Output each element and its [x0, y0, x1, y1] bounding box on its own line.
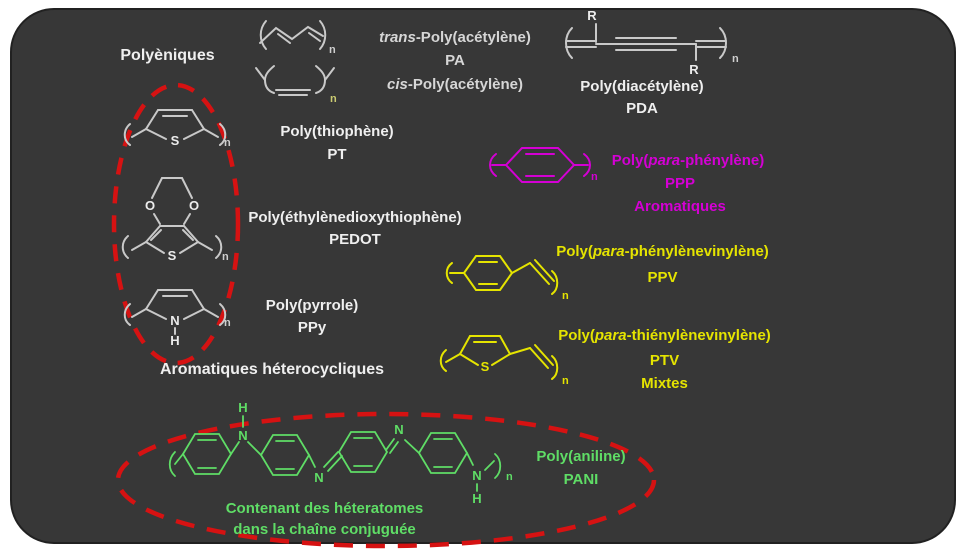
pedot-oxygen-left: O [145, 198, 155, 213]
trans-italic: trans [379, 29, 416, 46]
ppv-name-italic: para [592, 243, 625, 260]
pani-caption-line1: Contenant des héteratomes [225, 500, 424, 517]
ptv-n-subscript: n [562, 375, 569, 387]
ppp-structure: n [489, 147, 598, 183]
pda-r-bottom: R [689, 62, 699, 77]
ppp-abbrev: PPP [664, 175, 695, 192]
ppp-name: Poly(para-phénylène) [597, 150, 779, 171]
ptv-name-prefix: Poly( [558, 327, 595, 344]
ppp-name-italic: para [648, 152, 681, 169]
trans-rest: -Poly(acétylène) [415, 29, 531, 46]
pani-h4-atom: H [472, 491, 481, 504]
ppy-n-subscript: n [224, 317, 231, 329]
pani-abbrev: PANI [563, 471, 599, 488]
slide-background [10, 8, 956, 544]
ptv-abbrev: PTV [649, 352, 680, 369]
polydiacetylene-structure: R R n [565, 8, 739, 77]
trans-polyacetylene-label: trans-Poly(acétylène) [340, 27, 570, 48]
ppy-abbrev: PPy [297, 319, 327, 336]
ptv-sulfur-atom: S [481, 359, 490, 374]
ppp-name-prefix: Poly( [611, 152, 649, 169]
ptv-structure: S n [439, 335, 569, 387]
pda-name: Poly(diacétylène) [580, 78, 704, 95]
ptv-name-suffix: -thiénylènevinylène) [626, 327, 771, 344]
ptv-name: Poly(para-thiénylènevinylène) [542, 325, 787, 346]
pani-n-subscript: n [506, 471, 513, 483]
pedot-abbrev: PEDOT [329, 231, 381, 248]
pda-abbrev: PDA [626, 100, 658, 117]
pani-name: Poly(aniline) [536, 448, 626, 465]
trans-polyacetylene-structure: n [259, 20, 336, 56]
polyaniline-group-ellipse [115, 411, 657, 549]
ptv-family-label: Mixtes [641, 375, 688, 392]
cis-polyacetylene-structure: n [255, 65, 337, 104]
pani-h1-atom: H [238, 400, 247, 415]
ppy-name: Poly(pyrrole) [265, 297, 359, 314]
pda-n-subscript: n [732, 53, 739, 65]
ppv-n-subscript: n [562, 290, 569, 302]
pedot-oxygen-right: O [189, 198, 199, 213]
pani-caption: Contenant des héteratomes dans la chaîne… [207, 498, 442, 540]
polyaniline-structure: N H N N N H n [168, 400, 513, 504]
cis-rest: -Poly(acétylène) [407, 76, 523, 93]
pedot-sulfur-atom: S [168, 248, 177, 263]
ppv-name: Poly(para-phénylènevinylène) [540, 241, 785, 262]
pani-n1-atom: N [238, 428, 247, 443]
ppv-structure: n [445, 255, 569, 302]
ppv-name-prefix: Poly( [556, 243, 593, 260]
ppp-name-suffix: -phénylène) [680, 152, 765, 169]
pda-r-top: R [587, 8, 597, 23]
polypyrrole-structure: N H n [123, 289, 231, 348]
cis-polyacetylene-label: cis-Poly(acétylène) [340, 74, 570, 95]
pani-caption-line2: dans la chaîne conjuguée [233, 521, 416, 538]
pt-abbrev: PT [327, 146, 347, 163]
pt-sulfur-atom: S [171, 133, 180, 148]
ppp-family-label: Aromatiques [634, 198, 726, 215]
pani-n3-atom: N [394, 422, 403, 437]
heterocyclic-group-ellipse [111, 82, 241, 366]
ptv-name-italic: para [594, 327, 627, 344]
pt-n-subscript: n [224, 137, 231, 149]
polythiophene-structure: S n [123, 109, 231, 149]
heterocyclic-group-label: Aromatiques héterocycliques [159, 361, 385, 378]
ppy-hydrogen-atom: H [170, 333, 179, 348]
pedot-n-subscript: n [222, 251, 229, 263]
pt-name: Poly(thiophène) [280, 123, 394, 140]
cis-italic: cis [387, 76, 408, 93]
pani-n2-atom: N [314, 470, 323, 485]
polyeniques-group-label: Polyèniques [120, 47, 215, 64]
pedot-name: Poly(éthylènedioxythiophène) [248, 209, 462, 226]
ppv-abbrev: PPV [647, 269, 678, 286]
ppv-name-suffix: -phénylènevinylène) [624, 243, 769, 260]
ppp-n-subscript: n [591, 171, 598, 183]
cis-n-subscript: n [330, 93, 337, 104]
trans-n-subscript: n [329, 44, 336, 56]
ppy-nitrogen-atom: N [170, 313, 179, 328]
pedot-structure: O O S n [121, 177, 229, 263]
pani-n4-atom: N [472, 468, 481, 483]
pa-abbrev: PA [445, 52, 465, 69]
